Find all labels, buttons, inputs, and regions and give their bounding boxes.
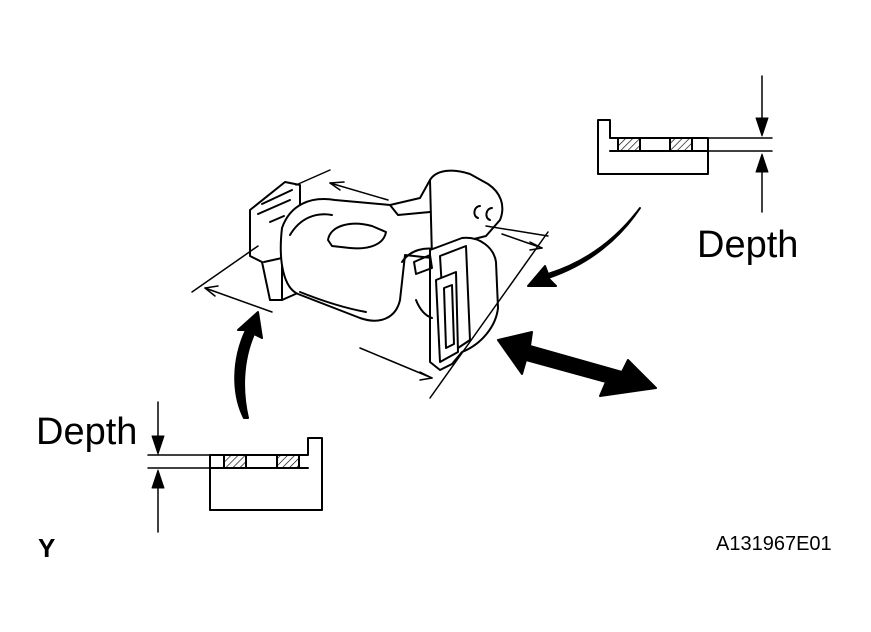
dimension-lines — [191, 169, 549, 399]
depth-label-lower: Depth — [36, 411, 138, 453]
depth-label-upper: Depth — [697, 224, 799, 266]
depth-detail-lower — [147, 401, 323, 533]
figure-code: A131967E01 — [716, 533, 832, 555]
insert-direction-arrow — [497, 331, 657, 397]
rotate-arrow-right — [527, 207, 641, 287]
rotate-arrow-left — [234, 311, 263, 419]
connector-body — [249, 169, 504, 371]
view-letter: Y — [38, 533, 56, 563]
depth-detail-upper — [597, 75, 773, 213]
